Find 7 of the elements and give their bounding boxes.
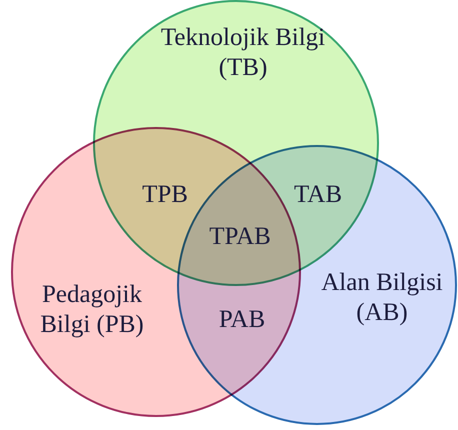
- circle-label: Teknolojik Bilgi (TB): [160, 23, 326, 83]
- circle-label: Alan Bilgisi (AB): [320, 268, 444, 328]
- overlap-label: TPAB: [209, 222, 271, 252]
- circle-label: Pedagojik Bilgi (PB): [39, 280, 145, 340]
- overlap-label: TAB: [294, 180, 342, 210]
- overlap-label: TPB: [142, 180, 188, 210]
- overlap-label: PAB: [218, 305, 266, 335]
